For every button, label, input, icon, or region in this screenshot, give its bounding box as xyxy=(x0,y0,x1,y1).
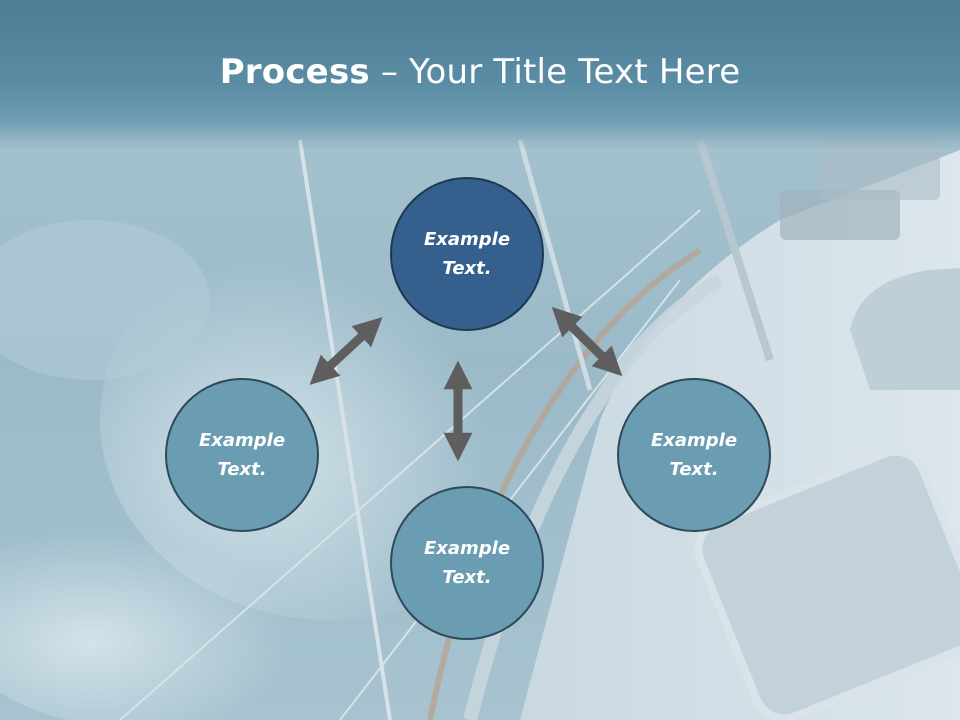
arrow-center-right xyxy=(551,306,623,377)
process-node-right[interactable]: Example Text. xyxy=(617,378,771,532)
arrow-center-left xyxy=(309,317,383,385)
node-label: Example Text. xyxy=(198,430,286,480)
node-label: Example Text. xyxy=(423,229,511,279)
process-node-bottom[interactable]: Example Text. xyxy=(390,486,544,640)
process-node-left[interactable]: Example Text. xyxy=(165,378,319,532)
title-bold: Process xyxy=(219,52,370,92)
title-rest: – Your Title Text Here xyxy=(369,52,741,92)
title-band xyxy=(0,0,960,150)
node-label: Example Text. xyxy=(423,538,511,588)
node-label: Example Text. xyxy=(650,430,738,480)
process-node-center[interactable]: Example Text. xyxy=(390,177,544,331)
slide-title: Process – Your Title Text Here xyxy=(0,52,960,92)
